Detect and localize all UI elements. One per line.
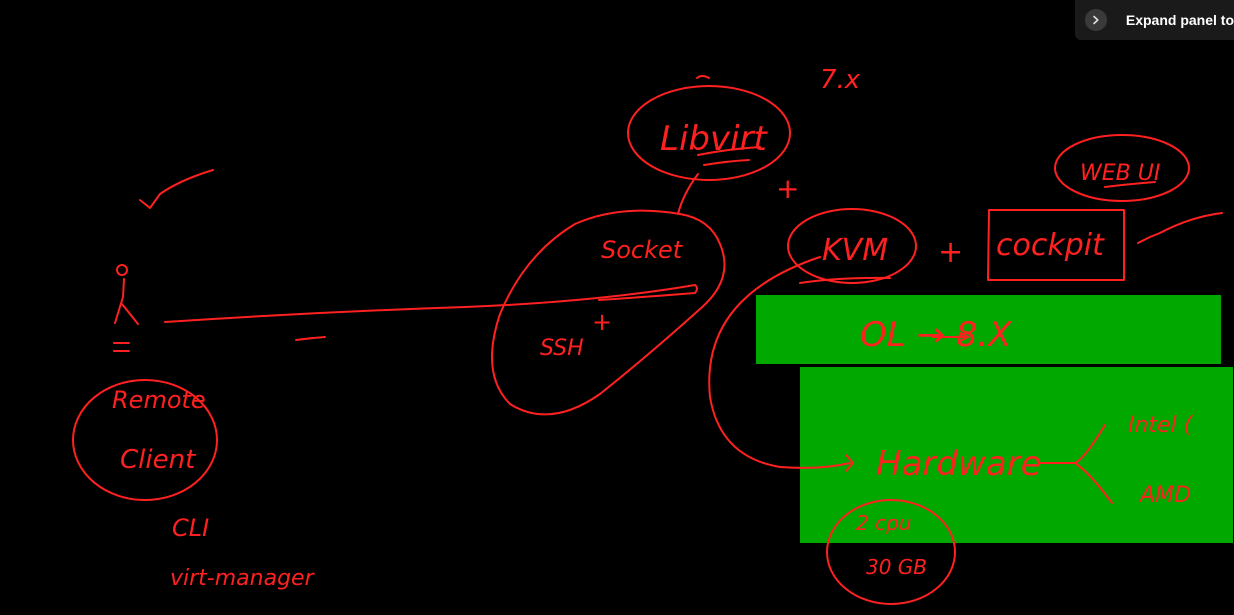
kvm-hardware-arrow: [708, 256, 854, 472]
kvm-circle: [787, 208, 917, 284]
remote-client-circle: [72, 379, 218, 501]
checkmark-right: [1137, 212, 1223, 244]
cockpit-box: [987, 209, 1125, 281]
os-box: [756, 295, 1221, 364]
cockpit-text: cockpit: [996, 228, 1105, 263]
plus-top-text: +: [776, 172, 799, 205]
client-text: Client: [120, 445, 196, 475]
chevron-right-icon: [1085, 9, 1107, 31]
plus-kvm-text: +: [938, 235, 963, 270]
virt-manager-text: virt-manager: [170, 566, 316, 591]
intel-text: Intel (: [1128, 413, 1194, 438]
remote-text: Remote: [112, 386, 206, 414]
user-figure-head: [116, 264, 128, 276]
os-text: OL → 8.X: [860, 315, 1012, 355]
webui-text: WEB UI: [1080, 161, 1160, 186]
hardware-text: Hardware: [876, 444, 1042, 484]
checkmark-left: [139, 169, 214, 209]
libvirt-circle: [627, 85, 791, 181]
expand-panel-label: Expand panel to: [1125, 12, 1234, 28]
kvm-text: KVM: [822, 233, 888, 268]
ram-text: 30 GB: [866, 555, 927, 579]
amd-text: AMD: [1138, 483, 1191, 508]
libvirt-text: Libvirt: [660, 119, 769, 159]
plus-ssh-text: +: [592, 308, 612, 336]
client-link-line: [164, 284, 698, 323]
socket-text: Socket: [601, 236, 684, 264]
cli-text: CLI: [172, 514, 209, 542]
ssh-text: SSH: [540, 336, 584, 361]
webui-circle: [1054, 134, 1190, 202]
cpu-ram-circle: [826, 499, 956, 605]
expand-panel-button[interactable]: Expand panel to: [1075, 0, 1234, 40]
hardware-box: [800, 367, 1233, 543]
cpu-text: 2 cpu: [856, 511, 911, 535]
version-note-text: 7.x: [820, 65, 861, 95]
socket-ssh-blob: [491, 209, 726, 416]
